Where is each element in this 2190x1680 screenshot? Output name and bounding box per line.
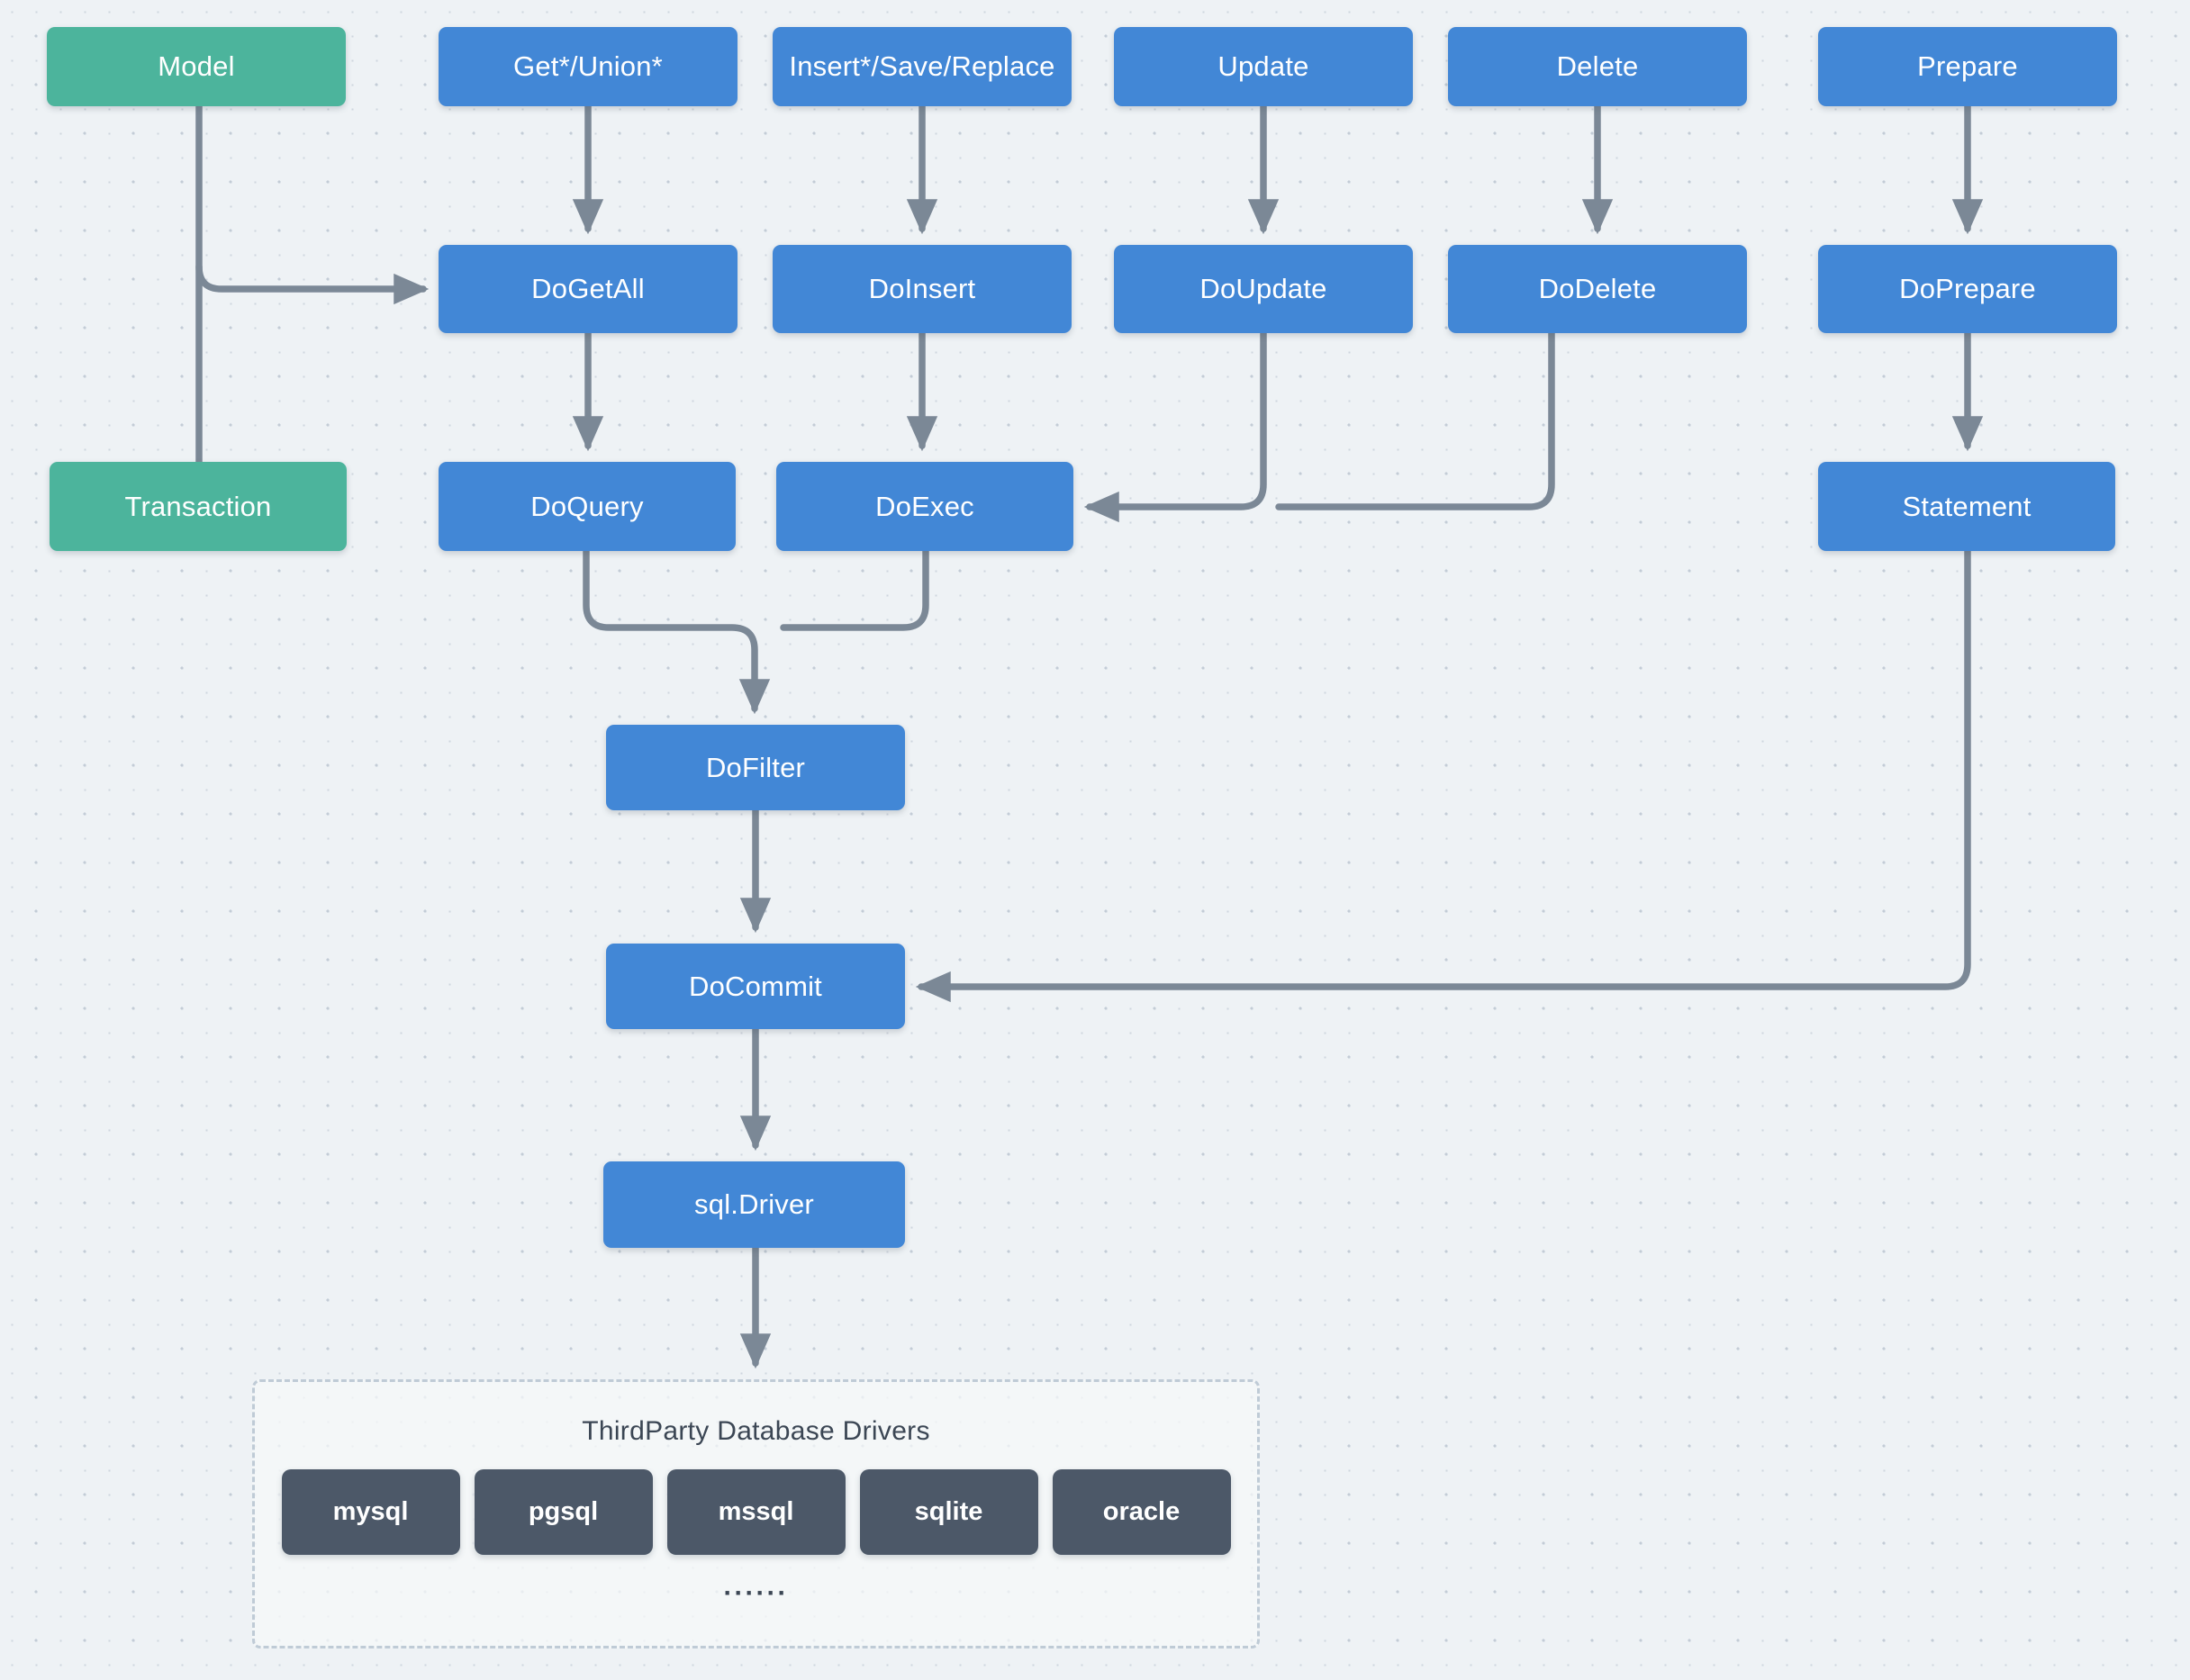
node-do-commit[interactable]: DoCommit (606, 944, 905, 1029)
node-label: DoCommit (688, 970, 822, 1002)
edge-statement-to-docommit (915, 547, 1971, 1003)
node-label: Prepare (1917, 50, 2018, 82)
node-do-update[interactable]: DoUpdate (1114, 245, 1413, 333)
node-update[interactable]: Update (1114, 27, 1413, 106)
node-label: DoPrepare (1899, 273, 2036, 304)
node-do-query[interactable]: DoQuery (439, 462, 736, 551)
node-do-exec[interactable]: DoExec (776, 462, 1073, 551)
node-label: Statement (1902, 490, 2032, 522)
node-do-get-all[interactable]: DoGetAll (439, 245, 738, 333)
node-do-delete[interactable]: DoDelete (1448, 245, 1747, 333)
edge-model-to-dogetall (195, 263, 430, 305)
node-delete[interactable]: Delete (1448, 27, 1747, 106)
driver-chip-label: oracle (1102, 1497, 1181, 1526)
node-label: DoUpdate (1199, 273, 1327, 304)
node-label: Transaction (124, 490, 272, 522)
node-label: Update (1217, 50, 1309, 82)
node-label: DoQuery (530, 490, 644, 522)
node-label: DoInsert (868, 273, 976, 304)
node-statement[interactable]: Statement (1818, 462, 2115, 551)
node-do-insert[interactable]: DoInsert (773, 245, 1072, 333)
node-model[interactable]: Model (47, 27, 346, 106)
edge-dodelete-to-doexec (1275, 330, 1555, 510)
driver-chip-label: mysql (332, 1497, 409, 1526)
node-label: Get*/Union* (513, 50, 663, 82)
driver-chip-mssql[interactable]: mssql (666, 1469, 846, 1555)
node-label: DoExec (875, 490, 974, 522)
driver-chip-label: mssql (718, 1497, 794, 1526)
driver-chip-sqlite[interactable]: sqlite (859, 1469, 1038, 1555)
node-prepare[interactable]: Prepare (1818, 27, 2117, 106)
node-transaction[interactable]: Transaction (50, 462, 347, 551)
driver-chip-oracle[interactable]: oracle (1052, 1469, 1231, 1555)
driver-chip-label: sqlite (914, 1497, 983, 1526)
node-label: Insert*/Save/Replace (789, 50, 1055, 82)
node-label: Model (158, 50, 235, 82)
edge-doquery-to-dofilter (583, 547, 771, 715)
driver-chip-mysql[interactable]: mysql (281, 1469, 460, 1555)
driver-chip-pgsql[interactable]: pgsql (474, 1469, 653, 1555)
node-label: DoGetAll (531, 273, 645, 304)
node-label: DoDelete (1538, 273, 1657, 304)
drivers-ellipsis: ······ (723, 1578, 789, 1608)
node-do-prepare[interactable]: DoPrepare (1818, 245, 2117, 333)
edge-doupdate-to-doexec (1083, 330, 1267, 523)
edge-doexec-to-dofilter (780, 547, 929, 631)
drivers-chip-row: mysql pgsql mssql sqlite oracle (255, 1469, 1257, 1555)
node-label: sql.Driver (694, 1188, 814, 1220)
node-label: DoFilter (705, 751, 806, 783)
node-label: Delete (1556, 50, 1639, 82)
node-sql-driver[interactable]: sql.Driver (603, 1161, 905, 1248)
thirdparty-drivers-group: ThirdParty Database Drivers mysql pgsql … (252, 1379, 1260, 1648)
node-do-filter[interactable]: DoFilter (606, 725, 905, 810)
node-get-union[interactable]: Get*/Union* (439, 27, 738, 106)
node-insert-save-replace[interactable]: Insert*/Save/Replace (773, 27, 1072, 106)
drivers-group-title: ThirdParty Database Drivers (582, 1416, 930, 1446)
driver-chip-label: pgsql (528, 1497, 599, 1526)
